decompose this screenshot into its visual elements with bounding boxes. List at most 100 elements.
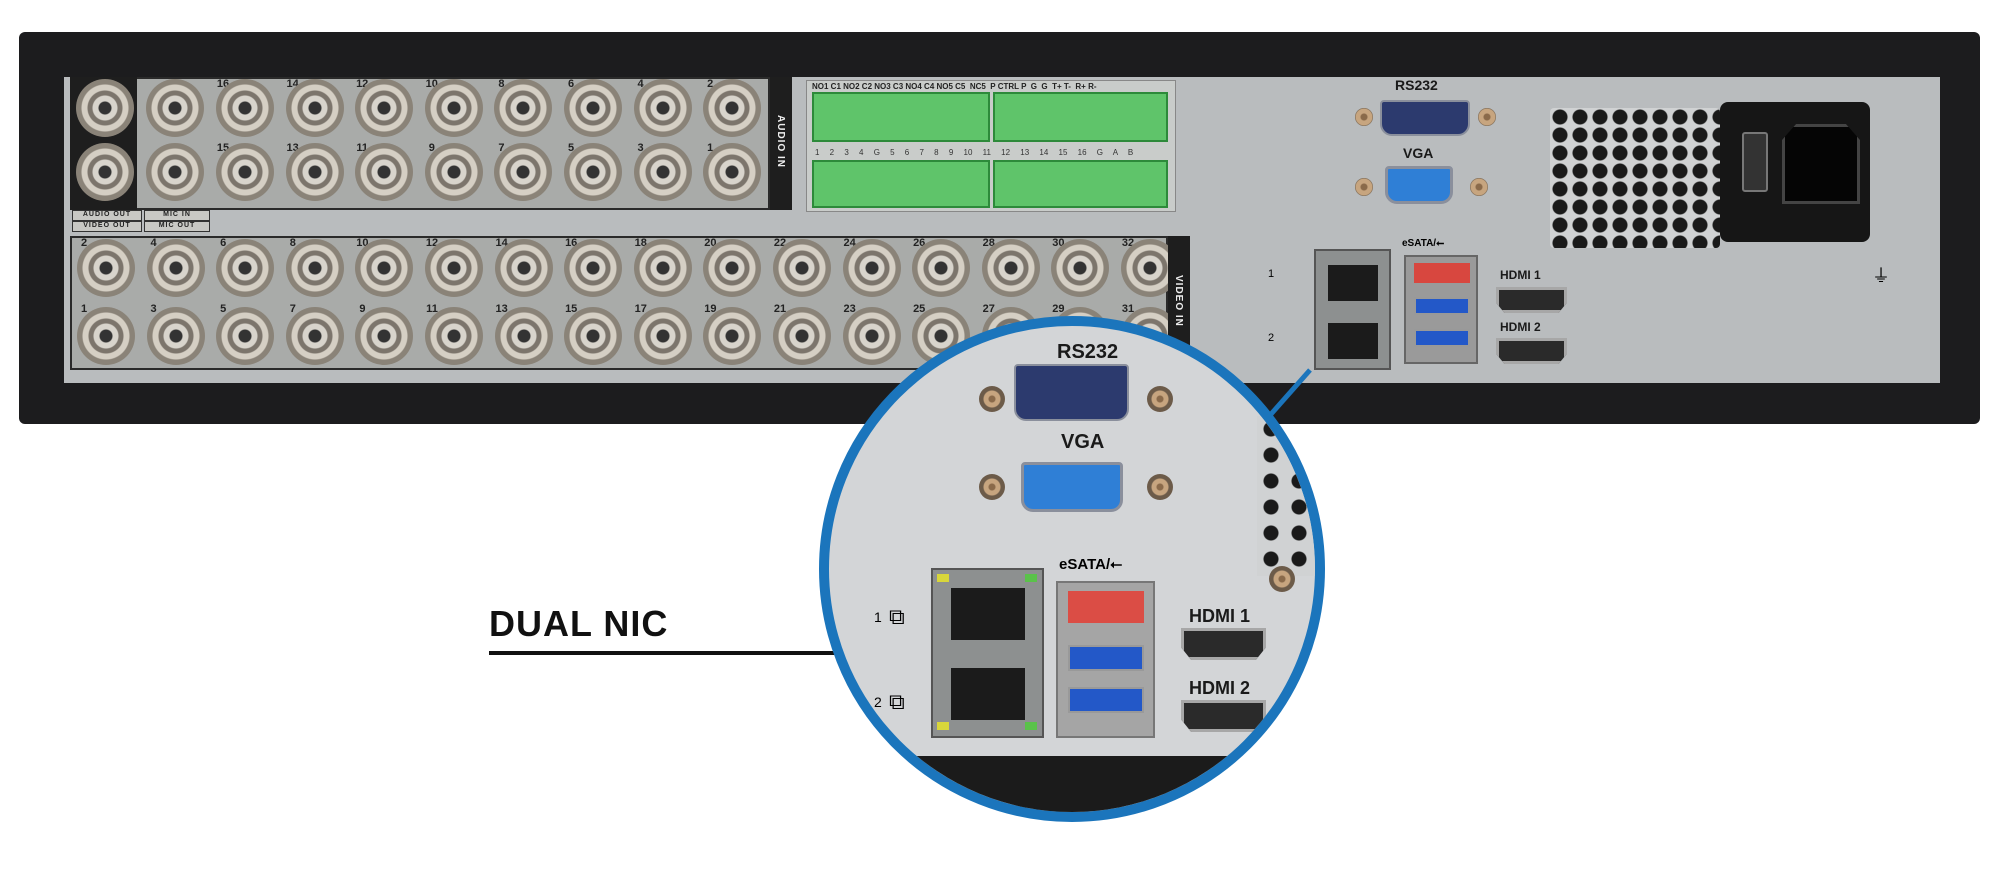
video-in-connector[interactable] [773, 307, 831, 365]
zoom-chassis-edge [829, 756, 1315, 812]
audio-out-connector[interactable] [76, 79, 134, 137]
esata-port[interactable] [1414, 263, 1470, 283]
screw-icon [979, 474, 1005, 500]
vga-port[interactable] [1385, 166, 1453, 204]
video-in-connector[interactable] [633, 239, 692, 297]
video-in-number: 13 [495, 303, 508, 315]
usb-port-2[interactable] [1414, 329, 1470, 347]
screw-icon [1355, 178, 1373, 196]
video-in-connector[interactable] [77, 239, 135, 297]
video-in-number: 9 [359, 303, 366, 315]
video-in-connector[interactable] [146, 307, 205, 365]
alarm-terminal-block-1[interactable] [812, 92, 990, 142]
rs232-port[interactable] [1380, 100, 1470, 136]
lan2-port[interactable] [1328, 323, 1378, 359]
audio-in-connector[interactable] [564, 143, 622, 201]
video-in-connector[interactable] [216, 239, 275, 297]
zoom-fan-grille [1257, 416, 1315, 576]
zoom-rs232-label: RS232 [1057, 341, 1119, 363]
video-in-connector[interactable] [355, 307, 414, 365]
audio-in-connector[interactable] [424, 143, 483, 201]
video-in-connector[interactable] [285, 239, 344, 297]
lan1-port[interactable] [1328, 265, 1378, 301]
vga-label: VGA [1403, 145, 1434, 161]
dual-rj45-block [1314, 249, 1391, 370]
audio-in-connector[interactable] [494, 143, 553, 201]
video-in-connector[interactable] [703, 239, 762, 297]
alarm-terminal-block-4[interactable] [993, 160, 1168, 208]
video-in-number: 1 [80, 303, 88, 315]
audio-in-connector[interactable] [216, 143, 274, 201]
audio-in-number: 7 [498, 142, 505, 154]
video-in-connector[interactable] [285, 307, 344, 365]
audio-in-connector[interactable] [355, 143, 414, 201]
video-in-connector[interactable] [564, 307, 623, 365]
audio-out-label: AUDIO OUT [72, 210, 142, 221]
zoom-dual-rj45 [931, 568, 1044, 738]
screw-icon [979, 386, 1005, 412]
alarm-terminal-block-2[interactable] [993, 92, 1168, 142]
audio-in-connector[interactable] [424, 79, 483, 137]
video-in-number: 25 [913, 303, 926, 315]
usb-port-1[interactable] [1414, 297, 1470, 315]
audio-in-connector[interactable] [633, 79, 692, 137]
video-in-connector[interactable] [1051, 239, 1110, 297]
audio-in-connector[interactable] [703, 143, 762, 201]
video-in-connector[interactable] [77, 307, 135, 365]
audio-in-connector[interactable] [564, 79, 622, 137]
power-socket[interactable] [1782, 124, 1860, 204]
audio-in-connector[interactable] [494, 79, 553, 137]
video-out-connector[interactable] [76, 143, 134, 201]
video-in-connector[interactable] [773, 239, 831, 297]
zoom-vga-port [1021, 462, 1123, 512]
video-in-number: 6 [220, 237, 227, 249]
esata-label: eSATA/⭠ [1402, 238, 1445, 249]
screw-icon [1147, 386, 1173, 412]
hdmi1-port[interactable] [1496, 287, 1567, 313]
video-in-connector[interactable] [842, 239, 901, 297]
video-in-connector[interactable] [494, 307, 553, 365]
zoom-hdmi1-label: HDMI 1 [1189, 606, 1251, 626]
zoom-usb-port-1 [1068, 645, 1144, 671]
audio-in-connector[interactable] [355, 79, 414, 137]
zoom-rs232-port [1014, 364, 1129, 421]
audio-in-connector[interactable] [216, 79, 274, 137]
audio-in-connector[interactable] [633, 143, 692, 201]
link-led [937, 574, 949, 582]
mic-in-connector[interactable] [146, 79, 204, 137]
link-led [937, 722, 949, 730]
power-switch[interactable] [1742, 132, 1768, 192]
video-in-connector[interactable] [355, 239, 414, 297]
screw-icon [1478, 108, 1496, 126]
audio-in-number: 9 [428, 142, 435, 154]
video-in-connector[interactable] [981, 239, 1040, 297]
video-in-number: 11 [426, 303, 438, 315]
video-in-number: 15 [565, 303, 578, 315]
video-out-label: VIDEO OUT [72, 221, 142, 232]
video-in-connector[interactable] [633, 307, 692, 365]
video-in-connector[interactable] [425, 239, 483, 297]
video-in-connector[interactable] [146, 239, 205, 297]
audio-in-connector[interactable] [285, 143, 344, 201]
video-in-number: 4 [150, 237, 157, 249]
video-in-connector[interactable] [494, 239, 553, 297]
alarm-terminal-block-3[interactable] [812, 160, 990, 208]
mic-in-label: MIC IN [144, 210, 210, 221]
video-in-number: 7 [289, 303, 296, 315]
zoom-hdmi2-label: HDMI 2 [1189, 678, 1251, 698]
video-in-number: 8 [289, 237, 296, 249]
audio-in-number: 1 [707, 142, 714, 154]
video-in-connector[interactable] [703, 307, 762, 365]
video-in-connector[interactable] [912, 239, 971, 297]
activity-led [1025, 574, 1037, 582]
mic-out-connector[interactable] [146, 143, 204, 201]
video-in-connector[interactable] [425, 307, 483, 365]
hdmi2-port[interactable] [1496, 338, 1567, 364]
video-in-connector[interactable] [216, 307, 275, 365]
audio-in-connector[interactable] [703, 79, 762, 137]
video-in-connector[interactable] [842, 307, 901, 365]
zoom-usb-port-2 [1068, 687, 1144, 713]
network-icon: ⧉ [889, 604, 905, 629]
audio-in-connector[interactable] [285, 79, 344, 137]
video-in-connector[interactable] [564, 239, 623, 297]
